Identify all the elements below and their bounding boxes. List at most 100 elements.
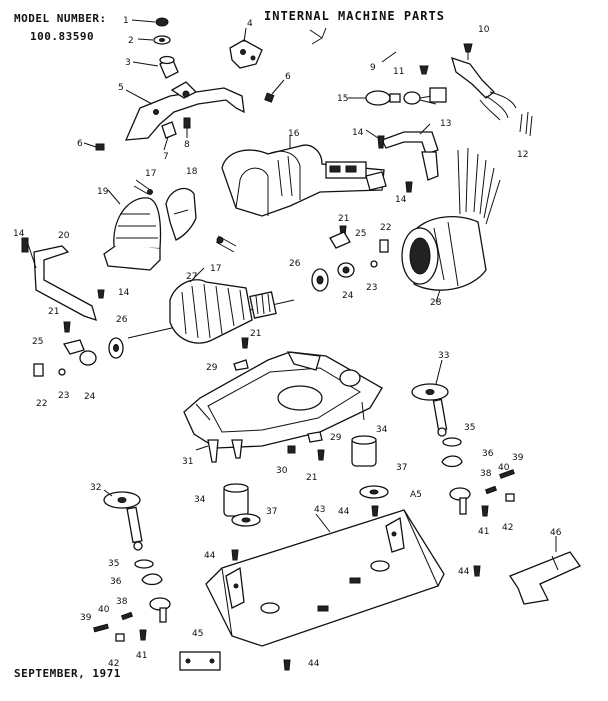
part-38b-cam <box>149 597 171 623</box>
part-41b-screw <box>139 629 147 641</box>
callout-42b: 42 <box>108 659 119 669</box>
part-44b-screw <box>231 549 239 561</box>
part-19-fan-cover <box>103 189 162 271</box>
part-22-brush <box>379 239 389 253</box>
callout-37b: 37 <box>266 507 277 517</box>
part-21b-screw <box>63 321 71 333</box>
part-18-belt-guard <box>165 187 197 241</box>
callout-24b: 24 <box>84 392 96 402</box>
callout-26b: 26 <box>116 315 128 325</box>
part-31-base-casting <box>183 351 383 463</box>
part-7-clip <box>161 121 177 151</box>
callout-14c: 14 <box>13 229 25 239</box>
part-30-nut <box>287 445 296 454</box>
callout-30: 30 <box>276 466 288 476</box>
callout-41a: 41 <box>478 527 489 537</box>
callout-21a: 21 <box>338 214 349 224</box>
part-26b-bushing <box>108 337 124 359</box>
part-29-clip <box>233 359 249 371</box>
part-21c-screw <box>241 337 249 349</box>
part-20-bracket <box>21 237 97 322</box>
part-29b-clip <box>307 431 323 443</box>
part-37-gear <box>359 485 389 499</box>
callout-46: 46 <box>550 528 562 538</box>
callout-23a: 23 <box>366 283 377 293</box>
callout-21b: 21 <box>48 307 59 317</box>
callout-34b: 34 <box>194 495 206 505</box>
callout-38a: 38 <box>480 469 492 479</box>
part-27-armature <box>127 267 295 344</box>
part-37b-gear <box>231 513 261 527</box>
part-17b-clip <box>215 235 237 253</box>
callout-28: 28 <box>430 298 442 308</box>
part-44c-screw <box>473 565 481 577</box>
callout-16: 16 <box>288 129 300 139</box>
callout-26a: 26 <box>289 259 301 269</box>
part-41-screw <box>481 505 489 517</box>
part-14c-screw <box>97 289 105 299</box>
part-23-spring <box>370 260 378 268</box>
callout-14b: 14 <box>395 195 407 205</box>
callout-2: 2 <box>128 36 134 46</box>
part-35-washer <box>442 437 462 447</box>
callout-1: 1 <box>123 16 129 26</box>
part-39b-pin <box>93 623 109 633</box>
callout-22b: 22 <box>36 399 47 409</box>
callout-18: 18 <box>186 167 198 177</box>
callout-4: 4 <box>247 19 253 29</box>
callout-40b: 40 <box>98 605 110 615</box>
part-16-motor-housing <box>221 136 387 217</box>
part-12-leads <box>519 111 533 137</box>
part-34-bearing <box>351 435 377 467</box>
callout-39a: 39 <box>512 453 524 463</box>
callout-42a: 42 <box>502 523 513 533</box>
part-14-screw <box>365 129 385 149</box>
part-21d-screw <box>317 449 325 461</box>
callout-40a: 40 <box>498 463 510 473</box>
part-34b-bearing <box>223 483 249 517</box>
callout-33: 33 <box>438 351 449 361</box>
part-9-power-cord <box>309 27 517 121</box>
part-4-bracket <box>229 27 263 69</box>
model-number-label: MODEL NUMBER: <box>14 12 107 25</box>
part-15-lamp-socket <box>348 87 447 106</box>
part-25b-brush-holder <box>62 339 85 355</box>
part-35b-washer <box>134 559 154 569</box>
callout-24a: 24 <box>342 291 354 301</box>
callout-21d: 21 <box>306 473 317 483</box>
part-5-frame-bracket <box>124 81 245 141</box>
callout-13: 13 <box>440 119 451 129</box>
callout-29a: 29 <box>206 363 218 373</box>
callout-27: 27 <box>186 272 197 282</box>
callout-8: 8 <box>184 140 190 150</box>
callout-19: 19 <box>97 187 109 197</box>
callout-20: 20 <box>58 231 70 241</box>
part-38-cam <box>449 487 471 515</box>
callout-38b: 38 <box>116 597 128 607</box>
part-24-brush-cap <box>337 262 355 278</box>
callout-14d: 14 <box>118 288 130 298</box>
callout-41b: 41 <box>136 651 147 661</box>
callout-6a: 6 <box>285 72 291 82</box>
part-24b-brush-cap <box>79 350 97 366</box>
callout-17b: 17 <box>210 264 221 274</box>
callout-35b: 35 <box>108 559 119 569</box>
part-33-gear-shaft <box>411 359 449 437</box>
part-3-spool-pin <box>132 55 179 79</box>
callout-5: 5 <box>118 83 124 93</box>
callout-39b: 39 <box>80 613 92 623</box>
part-6b-nut <box>83 142 105 151</box>
diagram-title: INTERNAL MACHINE PARTS <box>264 9 445 23</box>
part-39-pin <box>499 469 515 479</box>
callout-22a: 22 <box>380 223 391 233</box>
callout-35a: 35 <box>464 423 475 433</box>
part-44a-screw <box>371 505 379 517</box>
part-32-gear-shaft <box>103 489 143 551</box>
callout-a5: A5 <box>410 490 422 500</box>
callout-7: 7 <box>163 152 169 162</box>
callout-11: 11 <box>393 67 404 77</box>
part-8-screw <box>183 117 191 138</box>
callout-25a: 25 <box>355 229 366 239</box>
